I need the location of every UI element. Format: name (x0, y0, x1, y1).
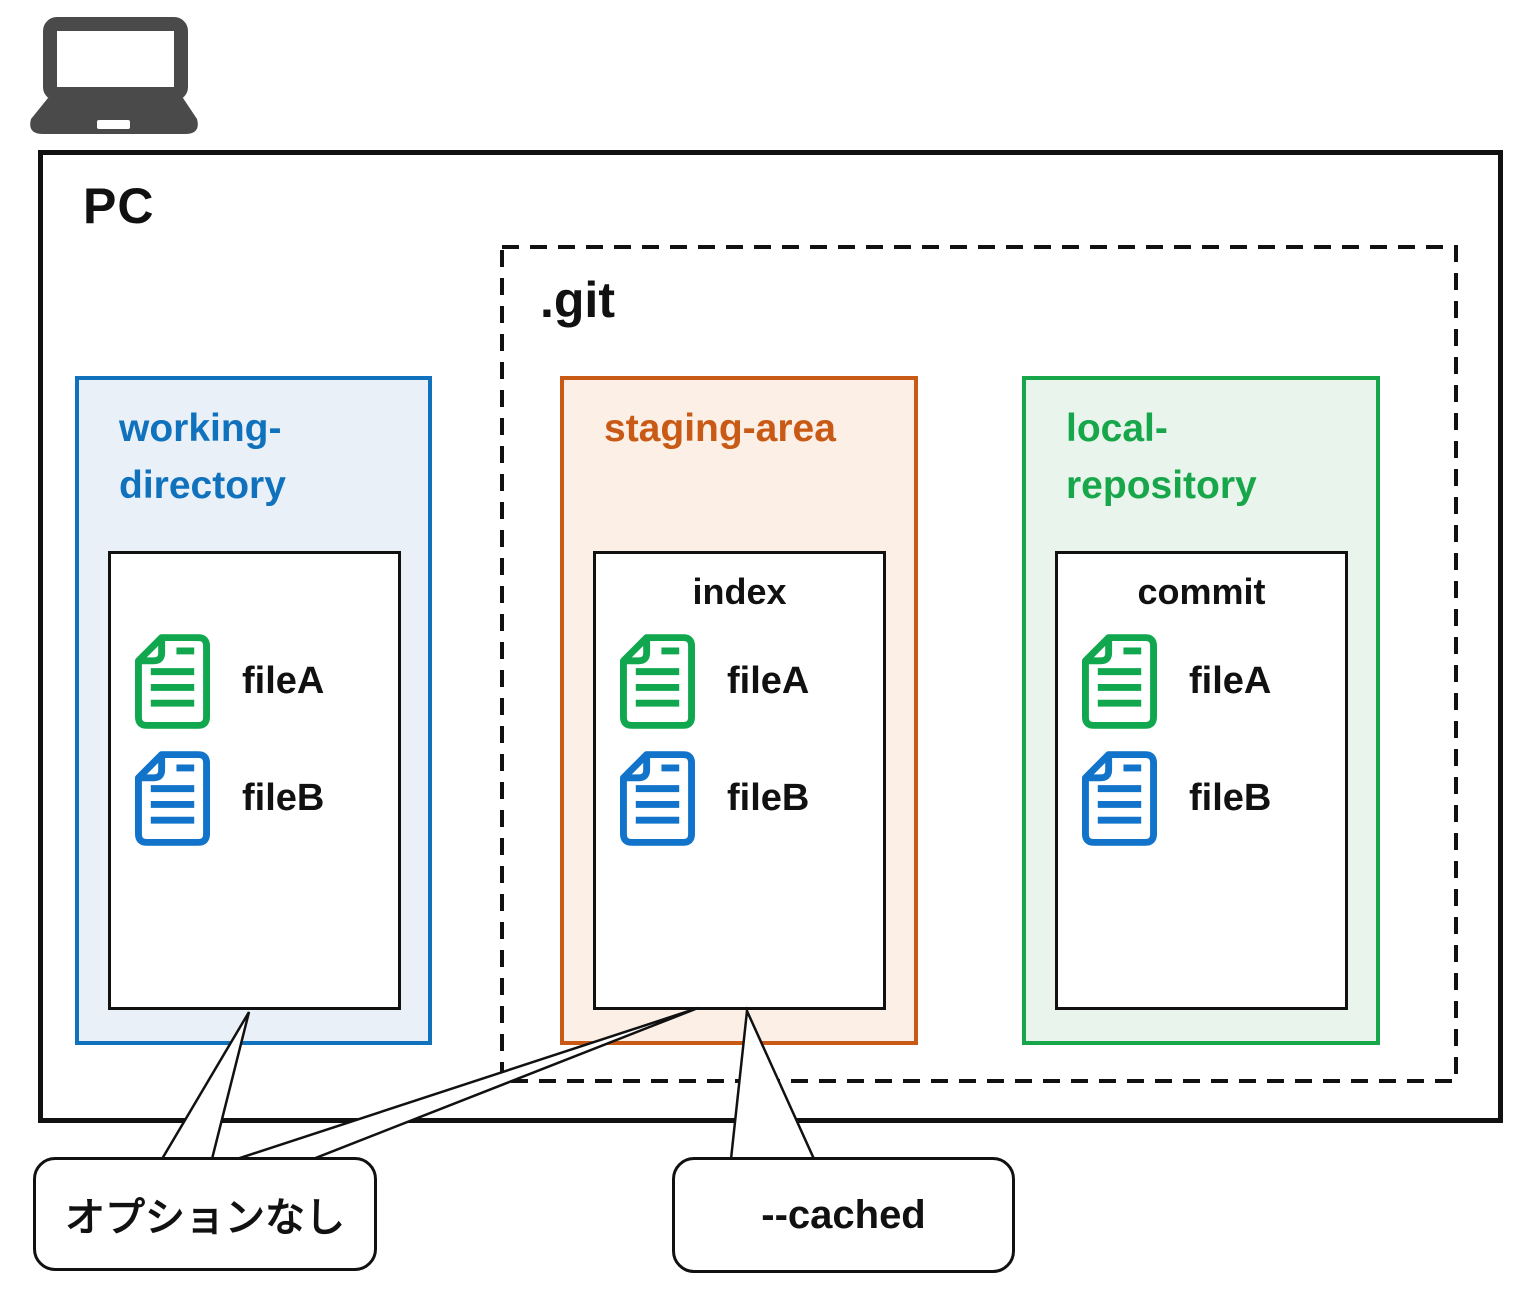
file-row: fileA (135, 634, 398, 729)
callout-cached-label: --cached (761, 1192, 926, 1237)
area-local-repository: local-repository commit fileA fileB (1022, 376, 1380, 1045)
file-name: fileB (1189, 777, 1272, 819)
git-box: .git (500, 245, 1458, 1083)
laptop-icon (30, 17, 198, 134)
file-name: fileA (727, 660, 810, 702)
local-repository-label: local-repository (1066, 407, 1257, 507)
document-icon (135, 634, 210, 729)
file-row: fileB (1082, 751, 1345, 846)
document-icon (1082, 634, 1157, 729)
area-staging-area: staging-area index fileA fileB (560, 376, 918, 1045)
file-name: fileA (1189, 660, 1272, 702)
document-icon (1082, 751, 1157, 846)
working-directory-inner-title (111, 564, 398, 620)
file-row: fileB (620, 751, 883, 846)
file-name: fileB (727, 777, 810, 819)
callout-cached: --cached (672, 1157, 1015, 1273)
file-name: fileA (242, 660, 325, 702)
document-icon (620, 634, 695, 729)
working-directory-label: working-directory (119, 407, 286, 507)
working-directory-files-box: fileA fileB (108, 551, 401, 1010)
git-label: .git (540, 272, 615, 328)
callout-no-option: オプションなし (33, 1157, 377, 1271)
index-box: index fileA fileB (593, 551, 886, 1010)
file-row: fileA (1082, 634, 1345, 729)
commit-title: commit (1137, 571, 1266, 612)
commit-box: commit fileA fileB (1055, 551, 1348, 1010)
callout-no-option-label: オプションなし (65, 1196, 345, 1240)
file-row: fileA (620, 634, 883, 729)
index-title: index (692, 571, 787, 612)
git-dashed-border (500, 245, 1458, 1083)
document-icon (135, 751, 210, 846)
area-working-directory: working-directory fileA fileB (75, 376, 432, 1045)
pc-label: PC (83, 178, 155, 234)
file-row: fileB (135, 751, 398, 846)
document-icon (620, 751, 695, 846)
staging-area-label: staging-area (604, 407, 836, 450)
file-name: fileB (242, 777, 325, 819)
